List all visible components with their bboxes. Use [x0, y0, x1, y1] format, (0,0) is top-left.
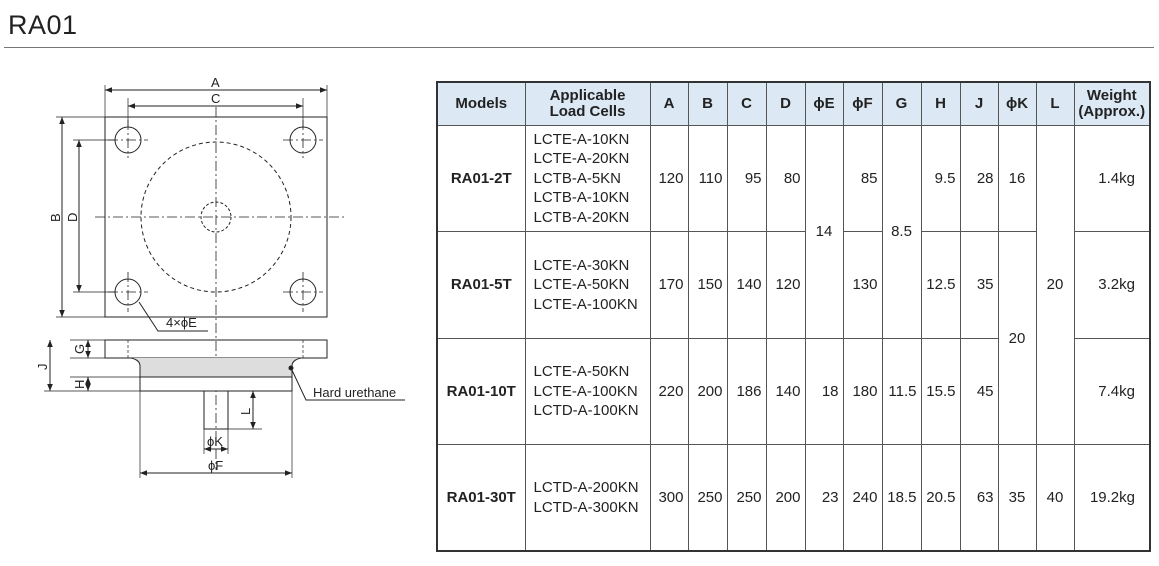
- urethane-pad: [130, 357, 302, 378]
- col-header-a: A: [649, 81, 689, 126]
- f-cell: 240: [842, 444, 883, 552]
- a-cell: 300: [649, 444, 689, 552]
- col-header-models: Models: [436, 81, 526, 126]
- col-header-c: C: [726, 81, 767, 126]
- f-cell: 130: [842, 231, 883, 339]
- dim-label-f: ϕF: [208, 458, 223, 473]
- d-cell: 80: [765, 124, 806, 232]
- j-cell: 63: [959, 444, 999, 552]
- model-cell: RA01-2T: [436, 124, 526, 232]
- title-underline: [4, 47, 1154, 48]
- c-cell: 140: [726, 231, 767, 339]
- d-cell: 140: [765, 337, 806, 445]
- k-cell-merged: 20: [997, 231, 1037, 445]
- f-cell: 85: [842, 124, 883, 232]
- dim-label-k: ϕK: [207, 434, 223, 449]
- b-cell: 150: [687, 231, 728, 339]
- load-cell-outline: [140, 141, 292, 293]
- l-cell-merged: 20: [1035, 124, 1075, 445]
- b-cell: 200: [687, 337, 728, 445]
- col-header-f: ϕF: [842, 81, 883, 126]
- a-cell: 120: [649, 124, 689, 232]
- weight-cell: 19.2kg: [1073, 444, 1151, 552]
- col-header-g: G: [881, 81, 922, 126]
- col-header-l: L: [1035, 81, 1075, 126]
- dim-label-g: G: [72, 344, 87, 354]
- dim-label-a: A: [211, 75, 220, 90]
- h-cell: 15.5: [920, 337, 961, 445]
- dim-label-d: D: [65, 213, 80, 222]
- k-cell: 35: [997, 444, 1037, 552]
- e-cell-merged: 14: [804, 124, 844, 339]
- j-cell: 45: [959, 337, 999, 445]
- h-cell: 20.5: [920, 444, 961, 552]
- d-cell: 200: [765, 444, 806, 552]
- col-header-e: ϕE: [804, 81, 844, 126]
- col-header-j: J: [959, 81, 999, 126]
- a-cell: 170: [649, 231, 689, 339]
- dim-label-b: B: [48, 213, 63, 222]
- technical-drawing: A C B D 4×ϕE G J H L ϕK ϕF Hard urethane: [35, 75, 405, 478]
- weight-cell: 1.4kg: [1073, 124, 1151, 232]
- j-cell: 28: [959, 124, 999, 232]
- model-cell: RA01-5T: [436, 231, 526, 339]
- col-header-k: ϕK: [997, 81, 1037, 126]
- h-cell: 12.5: [920, 231, 961, 339]
- g-cell: 11.5: [881, 337, 922, 445]
- model-cell: RA01-10T: [436, 337, 526, 445]
- g-cell: 18.5: [881, 444, 922, 552]
- e-cell: 18: [804, 337, 844, 445]
- a-cell: 220: [649, 337, 689, 445]
- k-cell: 16: [997, 124, 1037, 232]
- stem: [203, 390, 229, 430]
- dim-label-c: C: [211, 91, 220, 106]
- l-cell: 40: [1035, 444, 1075, 552]
- j-cell: 35: [959, 231, 999, 339]
- e-cell: 23: [804, 444, 844, 552]
- model-cell: RA01-30T: [436, 444, 526, 552]
- f-cell: 180: [842, 337, 883, 445]
- col-header-h: H: [920, 81, 961, 126]
- d-cell: 120: [765, 231, 806, 339]
- dim-label-l: L: [238, 408, 253, 415]
- weight-cell: 7.4kg: [1073, 337, 1151, 445]
- col-header-b: B: [687, 81, 728, 126]
- weight-cell: 3.2kg: [1073, 231, 1151, 339]
- h-cell: 9.5: [920, 124, 961, 232]
- material-label: Hard urethane: [313, 385, 396, 400]
- g-cell-merged: 8.5: [881, 124, 922, 339]
- dim-label-h: H: [72, 380, 87, 389]
- b-cell: 110: [687, 124, 728, 232]
- c-cell: 95: [726, 124, 767, 232]
- dim-label-j: J: [35, 364, 50, 371]
- page-title: RA01: [8, 10, 78, 40]
- col-header-d: D: [765, 81, 806, 126]
- c-cell: 186: [726, 337, 767, 445]
- dim-label-holes: 4×ϕE: [166, 315, 197, 330]
- col-header-weight: Weight(Approx.): [1073, 81, 1151, 126]
- c-cell: 250: [726, 444, 767, 552]
- b-cell: 250: [687, 444, 728, 552]
